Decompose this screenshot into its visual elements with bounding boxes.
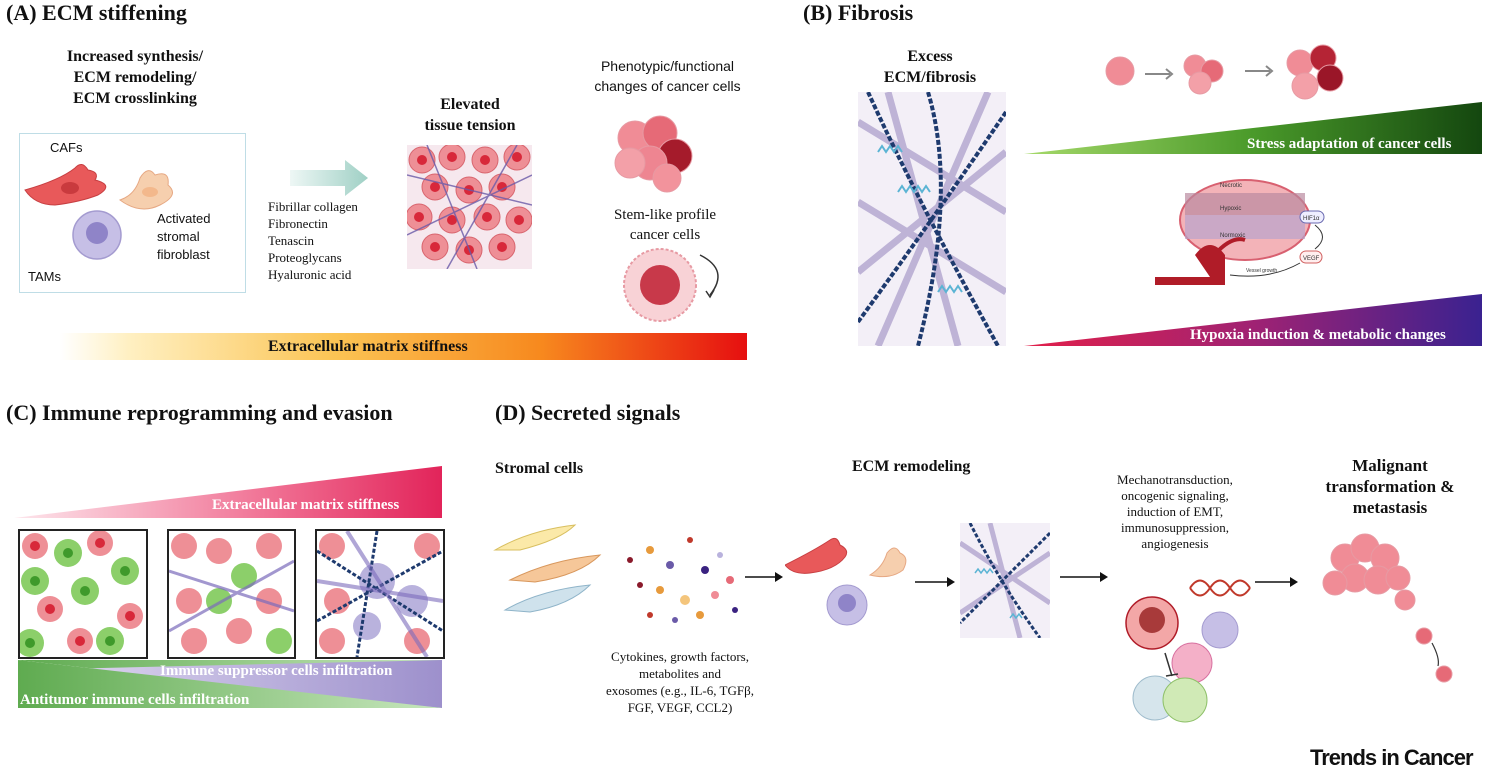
phenotypic-label: Phenotypic/functional changes of cancer … <box>575 56 760 96</box>
stiffness-bar-label: Extracellular matrix stiffness <box>268 338 468 355</box>
arrow-4 <box>1255 577 1298 587</box>
header-line-3: ECM crosslinking <box>73 90 197 107</box>
stromal-cells-box <box>19 133 246 293</box>
cafs-label: CAFs <box>50 140 83 155</box>
stromal-cells-label: Stromal cells <box>495 460 584 477</box>
malignant-line-2: transformation & <box>1325 477 1455 496</box>
tumor-cluster-icon <box>614 115 693 193</box>
stromal-cells-illustration <box>24 164 173 260</box>
ecm-remodeling-label: ECM remodeling <box>852 458 971 475</box>
ecm-synthesis-header: Increased synthesis/ ECM remodeling/ ECM… <box>40 46 230 109</box>
malignant-line-3: metastasis <box>1352 498 1428 517</box>
vessel-label: Vessel growth <box>1246 268 1277 274</box>
header-line-1: Increased synthesis/ <box>66 48 204 65</box>
arrow-1 <box>745 572 783 582</box>
panel-a-title: (A) ECM stiffening <box>6 0 187 25</box>
ecm-network-illustration <box>960 523 1050 638</box>
panel-b-title: (B) Fibrosis <box>803 0 914 25</box>
hypoxia-tumor-diagram: Necrotic Hypoxic Normoxic HIF1α VEGF Ves… <box>1155 179 1325 285</box>
component-item: Fibronectin <box>268 216 328 231</box>
hypoxic-zone: Hypoxic <box>1220 206 1241 212</box>
activated-line-2: stromal <box>157 229 200 244</box>
activated-line-1: Activated <box>157 211 211 226</box>
signals-line-3: exosomes (e.g., IL-6, TGFβ, <box>606 683 754 698</box>
tension-label: Elevated tissue tension <box>380 94 560 136</box>
mechano-line-3: induction of EMT, <box>1126 504 1224 519</box>
mechano-label: Mechanotransduction, oncogenic signaling… <box>1100 472 1250 552</box>
cell-signaling-illustration <box>1125 579 1251 723</box>
stemlike-line-1: Stem-like profile <box>613 207 717 223</box>
suppressor-label: Immune suppressor cells infiltration <box>160 663 393 679</box>
mechano-line-1: Mechanotransduction, <box>1117 472 1233 487</box>
arrow-3 <box>1060 572 1108 582</box>
excess-line-2: ECM/fibrosis <box>883 69 977 86</box>
excess-ecm-label: Excess ECM/fibrosis <box>860 46 1000 88</box>
component-item: Tenascin <box>268 233 315 248</box>
antitumor-label: Antitumor immune cells infiltration <box>20 692 250 708</box>
tension-line-2: tissue tension <box>424 117 516 134</box>
immune-infiltration-wedges <box>18 660 442 708</box>
hypoxia-label: Hypoxia induction & metabolic changes <box>1190 327 1446 343</box>
excess-line-1: Excess <box>907 48 953 65</box>
panel-d-title: (D) Secreted signals <box>495 400 681 425</box>
cancer-progression-illustration <box>1105 44 1344 100</box>
stemlike-label: Stem-like profile cancer cells <box>590 205 740 245</box>
flow-arrow <box>290 160 368 196</box>
stiffness-gradient-bar <box>60 333 747 360</box>
fibrosis-illustration <box>858 92 1006 346</box>
panel-c-title: (C) Immune reprogramming and evasion <box>6 400 393 425</box>
immune-frame-stiff <box>315 529 445 659</box>
mechano-line-4: immunosuppression, <box>1121 520 1229 535</box>
ecm-remodeling-cells <box>785 537 907 626</box>
tams-label: TAMs <box>28 269 61 284</box>
component-item: Hyaluronic acid <box>268 267 352 282</box>
stress-gradient-wedge <box>1024 102 1482 154</box>
c-stiffness-label: Extracellular matrix stiffness <box>212 497 400 513</box>
signals-line-1: Cytokines, growth factors, <box>611 649 749 664</box>
malignant-label: Malignant transformation & metastasis <box>1315 455 1465 518</box>
header-line-2: ECM remodeling/ <box>73 69 197 86</box>
journal-logo: Trends in Cancer <box>1310 745 1474 770</box>
phenotypic-line-1: Phenotypic/functional <box>600 58 735 74</box>
tissue-tension-illustration <box>407 145 532 269</box>
mechano-line-2: oncogenic signaling, <box>1121 488 1229 503</box>
activated-fibroblast-label: Activated stromal fibroblast <box>157 210 210 264</box>
secretion-illustration <box>493 524 738 623</box>
immune-frame-soft <box>18 529 148 659</box>
necrotic-zone: Necrotic <box>1220 183 1242 189</box>
fibroblast-icon <box>118 170 173 210</box>
activated-line-3: fibroblast <box>157 247 210 262</box>
stem-cell-icon <box>623 248 719 322</box>
arrow-2 <box>915 577 955 587</box>
signals-line-2: metabolites and <box>639 666 721 681</box>
signals-line-4: FGF, VEGF, CCL2) <box>627 700 733 715</box>
stemlike-line-2: cancer cells <box>629 227 701 243</box>
tension-line-1: Elevated <box>440 96 500 113</box>
dna-icon <box>1189 579 1251 597</box>
hypoxia-gradient-wedge <box>1024 294 1482 346</box>
hif-label: HIF1α <box>1303 216 1320 222</box>
mechano-line-5: angiogenesis <box>1141 536 1209 551</box>
metastasis-illustration <box>1322 533 1453 683</box>
ecm-components-list: Fibrillar collagen Fibronectin Tenascin … <box>268 198 358 283</box>
blood-vessel-icon <box>1155 237 1246 285</box>
malignant-line-1: Malignant <box>1352 456 1428 475</box>
component-item: Proteoglycans <box>268 250 342 265</box>
phenotypic-line-2: changes of cancer cells <box>594 78 741 94</box>
stress-label: Stress adaptation of cancer cells <box>1247 136 1452 152</box>
normoxic-zone: Normoxic <box>1220 233 1245 239</box>
caf-cell-icon <box>24 164 107 206</box>
component-item: Fibrillar collagen <box>268 199 358 214</box>
macrophage-icon <box>72 210 122 260</box>
signals-label: Cytokines, growth factors, metabolites a… <box>585 648 775 716</box>
vegf-label: VEGF <box>1303 256 1320 262</box>
immune-frame-medium <box>167 529 296 659</box>
immune-stiffness-wedge <box>14 466 442 518</box>
